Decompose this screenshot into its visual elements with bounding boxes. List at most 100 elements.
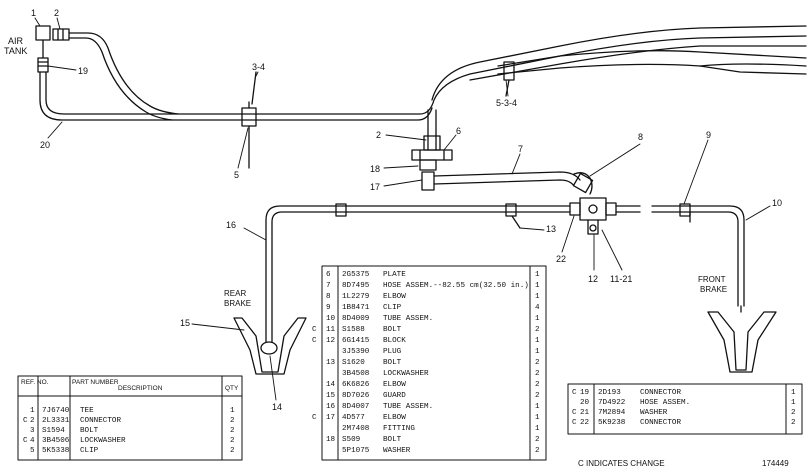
cell-part: 2L3331 xyxy=(42,417,70,425)
cell-desc: ELBOW xyxy=(383,414,406,422)
callout-8: 8 xyxy=(638,132,643,142)
cell-c: C xyxy=(312,337,317,345)
callout-10: 10 xyxy=(772,198,782,208)
callout-2a: 2 xyxy=(54,8,59,18)
hose-assembly-7 xyxy=(433,171,594,195)
cell-part: 8D4007 xyxy=(342,403,369,411)
cell-qty: 2 xyxy=(535,436,540,444)
cell-qty: 2 xyxy=(791,419,796,427)
cell-part: 8D7026 xyxy=(342,392,370,400)
table-left-frame xyxy=(17,375,243,461)
cell-qty: 2 xyxy=(230,417,235,425)
callout-1: 1 xyxy=(31,8,36,18)
cell-c: C xyxy=(23,437,28,445)
callout-3-4: 3-4 xyxy=(252,62,265,72)
leader-lines xyxy=(34,17,771,401)
cell-qty: 1 xyxy=(535,282,540,290)
callout-14: 14 xyxy=(272,402,282,412)
cell-ref: 20 xyxy=(580,399,590,407)
cell-ref: 14 xyxy=(326,381,336,389)
cell-qty: 4 xyxy=(535,304,540,312)
cell-part: 3J5390 xyxy=(342,348,370,356)
cell-desc: WASHER xyxy=(383,447,411,455)
cell-desc: CLIP xyxy=(80,447,99,455)
cell-ref: 7 xyxy=(326,282,331,290)
callout-13: 13 xyxy=(546,224,556,234)
table-right-frame xyxy=(567,383,803,435)
cell-qty: 1 xyxy=(791,399,796,407)
cell-part: 8D4009 xyxy=(342,315,370,323)
cell-desc: PLATE xyxy=(383,271,406,279)
callout-5-3-4: 5-3-4 xyxy=(496,98,517,108)
cell-part: 3B4508 xyxy=(342,370,370,378)
block-12 xyxy=(569,197,617,235)
cell-desc: CONNECTOR xyxy=(80,417,121,425)
diagram-labels: AIR TANK 1 2 19 20 3-4 5 5-3-4 2 6 18 17… xyxy=(4,8,782,412)
callout-22: 22 xyxy=(556,254,566,264)
cell-ref: 5 xyxy=(30,447,35,455)
cell-desc: TEE xyxy=(80,407,94,415)
cell-qty: 2 xyxy=(535,381,540,389)
cell-qty: 1 xyxy=(535,271,540,279)
callout-17: 17 xyxy=(370,182,380,192)
table-center-frame xyxy=(321,265,547,461)
cell-desc: PLUG xyxy=(383,348,402,356)
cell-qty: 1 xyxy=(535,348,540,356)
cell-desc: CONNECTOR xyxy=(640,389,681,397)
drawing-number: 174449 xyxy=(762,459,789,468)
cell-ref: 21 xyxy=(580,409,590,417)
cell-part: 7J6740 xyxy=(42,407,70,415)
cell-ref: 10 xyxy=(326,315,336,323)
cell-qty: 1 xyxy=(535,315,540,323)
cell-qty: 1 xyxy=(535,414,540,422)
cell-part: 2G5375 xyxy=(342,271,370,279)
cell-c: C xyxy=(23,417,28,425)
cell-part: 7M2894 xyxy=(598,409,626,417)
callout-12: 12 xyxy=(588,274,598,284)
cell-qty: 1 xyxy=(535,403,540,411)
cell-qty: 2 xyxy=(230,447,235,455)
rear-brake-guard xyxy=(233,317,307,375)
cell-c: C xyxy=(312,326,317,334)
cell-desc: GUARD xyxy=(383,392,406,400)
cell-part: 5P1075 xyxy=(342,447,370,455)
callout-9: 9 xyxy=(706,130,711,140)
cell-desc: BOLT xyxy=(80,427,99,435)
change-note: C INDICATES CHANGE xyxy=(578,459,665,468)
front-brake-label-1: FRONT xyxy=(698,275,726,284)
vertical-feed xyxy=(411,109,453,191)
cell-c: C xyxy=(572,389,577,397)
callout-5a: 5 xyxy=(234,170,239,180)
cell-ref: 19 xyxy=(580,389,590,397)
cell-qty: 2 xyxy=(535,447,540,455)
cell-ref: 9 xyxy=(326,304,331,312)
cell-c: C xyxy=(312,414,317,422)
cell-part: 5K9238 xyxy=(598,419,626,427)
cell-qty: 1 xyxy=(535,293,540,301)
cell-desc: CLIP xyxy=(383,304,402,312)
cell-desc: TUBE ASSEM. xyxy=(383,315,433,323)
cell-ref: 12 xyxy=(326,337,336,345)
cell-c: C xyxy=(572,409,577,417)
cell-ref: 17 xyxy=(326,414,335,422)
cell-qty: 2 xyxy=(535,359,540,367)
cell-qty: 2 xyxy=(230,437,235,445)
callout-7: 7 xyxy=(518,144,523,154)
cell-part: 4D577 xyxy=(342,414,365,422)
cell-part: 5K5338 xyxy=(42,447,70,455)
cell-ref: 3 xyxy=(30,427,35,435)
clip-5-main xyxy=(241,71,257,169)
header-ref: REF. NO. xyxy=(21,379,49,386)
callout-15: 15 xyxy=(180,318,190,328)
cell-desc: WASHER xyxy=(640,409,668,417)
callout-20: 20 xyxy=(40,140,50,150)
header-part: PART NUMBER xyxy=(72,379,119,386)
cell-ref: 11 xyxy=(326,326,336,334)
callout-11-21: 11-21 xyxy=(610,274,632,284)
cell-ref: 15 xyxy=(326,392,336,400)
cell-qty: 1 xyxy=(230,407,235,415)
cell-ref: 4 xyxy=(30,437,35,445)
cell-part: 2M7408 xyxy=(342,425,370,433)
cell-desc: CONNECTOR xyxy=(640,419,681,427)
